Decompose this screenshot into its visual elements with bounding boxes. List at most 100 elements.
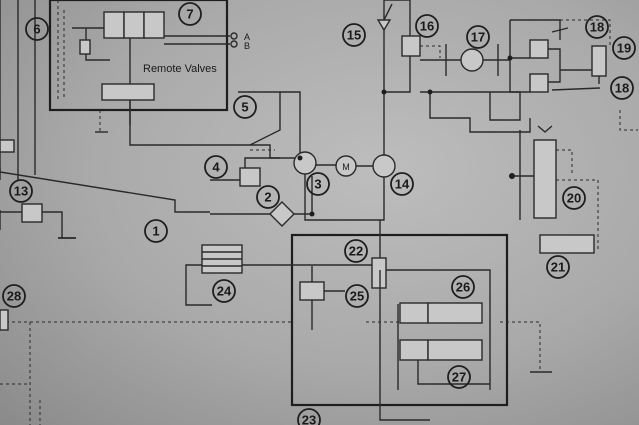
badge-16: 16 bbox=[415, 14, 439, 38]
cylinder-19 bbox=[591, 45, 607, 77]
valve-27-right bbox=[427, 339, 483, 361]
valve-7-section-c bbox=[143, 11, 165, 39]
svg-text:27: 27 bbox=[452, 370, 466, 385]
svg-text:1: 1 bbox=[152, 224, 159, 239]
valve-16 bbox=[401, 35, 421, 57]
svg-text:26: 26 bbox=[456, 280, 470, 295]
svg-text:19: 19 bbox=[617, 41, 631, 56]
cylinder-19-lines bbox=[560, 69, 600, 84]
badge-28: 28 bbox=[2, 284, 26, 308]
lower-left-dashed bbox=[0, 322, 41, 425]
badge-22: 22 bbox=[344, 239, 368, 263]
valve-20-spring bbox=[537, 125, 553, 133]
valve-20-pilot bbox=[556, 149, 599, 250]
component-13-valve bbox=[21, 203, 43, 223]
pump-14-symbol bbox=[372, 154, 396, 178]
valve-18-leaders bbox=[551, 27, 601, 91]
remote-valves-box bbox=[48, 0, 229, 112]
badge-7: 7 bbox=[178, 2, 202, 26]
junction-20 bbox=[509, 173, 515, 179]
badge-21: 21 bbox=[546, 255, 570, 279]
remote-valve-block bbox=[101, 83, 155, 101]
check-valve-top bbox=[383, 0, 410, 21]
valve-25 bbox=[299, 281, 325, 301]
badge-24: 24 bbox=[212, 279, 236, 303]
badge-17: 17 bbox=[466, 25, 490, 49]
badge-19: 19 bbox=[612, 36, 636, 60]
badge-3: 3 bbox=[306, 172, 330, 196]
svg-text:13: 13 bbox=[14, 184, 28, 199]
svg-text:21: 21 bbox=[551, 260, 565, 275]
line-23 bbox=[379, 270, 430, 421]
svg-text:4: 4 bbox=[212, 160, 220, 175]
junction-dot bbox=[381, 89, 387, 95]
port-a-label: A bbox=[244, 32, 250, 42]
line-5 bbox=[238, 91, 301, 158]
svg-text:15: 15 bbox=[347, 28, 361, 43]
relief-valve-4 bbox=[239, 167, 261, 187]
cylinder-19-pilot bbox=[560, 19, 611, 46]
component-17-return bbox=[420, 91, 521, 121]
svg-text:7: 7 bbox=[186, 7, 193, 22]
pump-supply-line bbox=[129, 100, 300, 159]
component-17-symbol bbox=[460, 48, 484, 72]
cooler-fins bbox=[202, 251, 242, 267]
badge-14: 14 bbox=[390, 172, 414, 196]
port-b-label: B bbox=[244, 41, 250, 51]
check-valve-15 bbox=[376, 19, 392, 32]
junction-dot bbox=[427, 89, 433, 95]
badge-25: 25 bbox=[345, 284, 369, 308]
badge-4: 4 bbox=[204, 155, 228, 179]
component-22 bbox=[371, 257, 387, 289]
valve-18-lower bbox=[529, 73, 549, 93]
svg-text:18: 18 bbox=[590, 20, 604, 35]
svg-text:24: 24 bbox=[217, 284, 232, 299]
svg-text:16: 16 bbox=[420, 19, 434, 34]
valve-16-pilot bbox=[420, 45, 441, 58]
valve-7-section-a bbox=[103, 11, 125, 39]
filter-lines bbox=[210, 176, 313, 215]
svg-text:18: 18 bbox=[615, 81, 629, 96]
valve-7-ports bbox=[164, 35, 230, 45]
right-drain bbox=[619, 110, 638, 131]
pump-3-symbol bbox=[293, 151, 317, 175]
valve-25-lines bbox=[311, 266, 345, 330]
svg-text:22: 22 bbox=[349, 244, 363, 259]
svg-text:5: 5 bbox=[241, 100, 248, 115]
badge-18-upper: 18 bbox=[585, 15, 609, 39]
component-6-symbol bbox=[79, 39, 91, 55]
svg-text:23: 23 bbox=[302, 413, 316, 425]
badge-2: 2 bbox=[256, 185, 280, 209]
remote-valves-label: Remote Valves bbox=[143, 63, 217, 75]
filter-2-symbol bbox=[269, 201, 295, 227]
component-28-stub bbox=[0, 309, 9, 331]
badge-13: 13 bbox=[9, 179, 33, 203]
badge-23: 23 bbox=[297, 408, 321, 425]
badge-15: 15 bbox=[342, 23, 366, 47]
badge-27: 27 bbox=[447, 365, 471, 389]
valve-27-return bbox=[417, 360, 490, 385]
return-line-to-filter bbox=[0, 168, 210, 213]
motor-shaft bbox=[316, 164, 373, 167]
port-b-connector bbox=[230, 40, 238, 48]
svg-text:17: 17 bbox=[471, 30, 485, 45]
line-5-branch bbox=[249, 92, 281, 146]
svg-text:14: 14 bbox=[395, 177, 410, 192]
valve-7-lines bbox=[72, 27, 131, 84]
valve-20-body bbox=[533, 139, 557, 219]
cooler-lines bbox=[185, 264, 372, 306]
badge-20: 20 bbox=[562, 186, 586, 210]
motor-label: M bbox=[342, 162, 350, 172]
lower-valve-box bbox=[290, 233, 509, 407]
suction-line bbox=[304, 174, 385, 221]
remote-pilot-lines bbox=[57, 0, 65, 100]
svg-text:25: 25 bbox=[350, 289, 364, 304]
junction-dot bbox=[309, 211, 315, 217]
valve-7-section-b bbox=[123, 11, 145, 39]
svg-text:3: 3 bbox=[314, 177, 321, 192]
lower-return-loop bbox=[429, 92, 531, 133]
svg-text:2: 2 bbox=[264, 190, 271, 205]
badge-5: 5 bbox=[233, 95, 257, 119]
